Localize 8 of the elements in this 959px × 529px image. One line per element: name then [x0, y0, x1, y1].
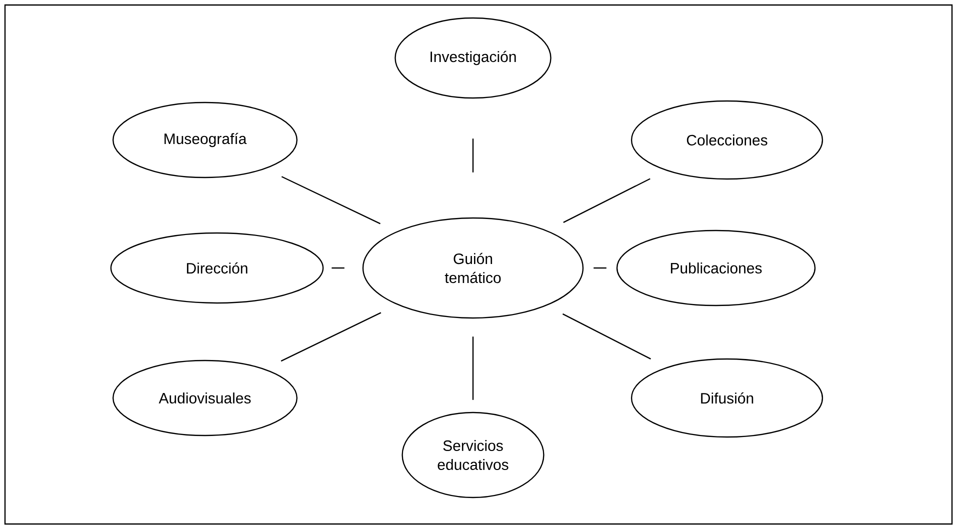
connector-line [281, 176, 381, 224]
connector-line [472, 138, 474, 172]
connector-line [562, 313, 651, 360]
connector-line [332, 267, 344, 269]
connector-line [594, 267, 606, 269]
connector-line [472, 336, 474, 400]
connector-line [563, 178, 650, 223]
connector-line [280, 312, 382, 362]
